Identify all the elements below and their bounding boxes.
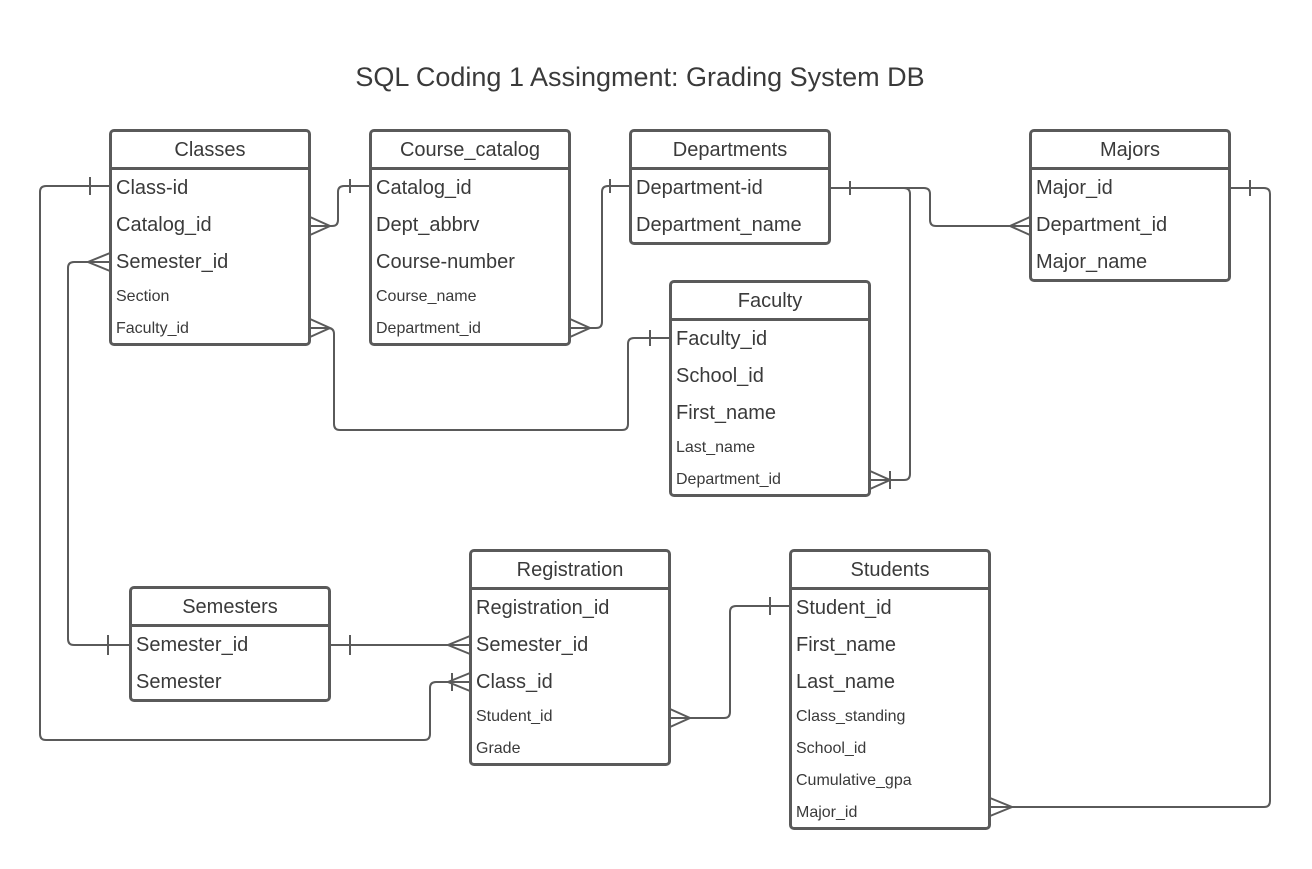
rel-students-registration bbox=[669, 597, 790, 728]
entity-departments: Departments Department-id Department_nam… bbox=[629, 129, 831, 245]
field-row: Major_id bbox=[796, 804, 858, 821]
field-row: First_name bbox=[676, 402, 777, 424]
entity-header: Students bbox=[792, 552, 988, 590]
diagram-title: SQL Coding 1 Assingment: Grading System … bbox=[355, 62, 925, 92]
field-row: Department_id bbox=[376, 320, 481, 337]
entity-semesters: Semesters Semester_id Semester bbox=[129, 586, 331, 702]
field-row: Last_name bbox=[796, 671, 895, 693]
rel-departments-catalog bbox=[569, 179, 630, 338]
rel-faculty-classes bbox=[309, 318, 670, 431]
field-row: Major_name bbox=[1036, 251, 1148, 273]
entity-registration: Registration Registration_id Semester_id… bbox=[469, 549, 671, 766]
field-row: School_id bbox=[676, 365, 764, 387]
field-row: Dept_abbrv bbox=[376, 214, 480, 236]
field-row: Catalog_id bbox=[116, 214, 212, 236]
field-row: Department_id bbox=[1036, 214, 1168, 236]
field-row: Faculty_id bbox=[676, 328, 768, 350]
field-row: Course-number bbox=[376, 251, 515, 273]
entity-students: Students Student_id First_name Last_name… bbox=[789, 549, 991, 830]
field-row: Student_id bbox=[476, 708, 553, 725]
entity-header: Classes bbox=[112, 132, 308, 170]
field-row: Cumulative_gpa bbox=[796, 772, 912, 789]
entity-header: Registration bbox=[472, 552, 668, 590]
field-row: Department_id bbox=[676, 471, 781, 488]
field-row: Major_id bbox=[1036, 177, 1113, 199]
field-row: Semester_id bbox=[136, 634, 249, 656]
entity-classes: Classes Class-id Catalog_id Semester_id … bbox=[109, 129, 311, 346]
entity-faculty: Faculty Faculty_id School_id First_name … bbox=[669, 280, 871, 497]
entity-header: Course_catalog bbox=[372, 132, 568, 170]
field-row: Section bbox=[116, 288, 170, 305]
field-row: Semester_id bbox=[476, 634, 589, 656]
entity-header: Departments bbox=[632, 132, 828, 170]
entity-majors: Majors Major_id Department_id Major_name bbox=[1029, 129, 1231, 282]
field-row: Catalog_id bbox=[376, 177, 472, 199]
field-row: Last_name bbox=[676, 439, 756, 456]
field-row: Class_id bbox=[476, 671, 553, 693]
rel-departments-majors bbox=[830, 181, 1031, 236]
rel-semesters-classes bbox=[67, 252, 130, 655]
field-row: School_id bbox=[796, 740, 867, 757]
field-row: Student_id bbox=[796, 597, 892, 619]
rel-classes-registration bbox=[39, 177, 471, 741]
field-row: Registration_id bbox=[476, 597, 610, 619]
field-row: Faculty_id bbox=[116, 320, 189, 337]
field-row: Semester_id bbox=[116, 251, 229, 273]
entity-header: Faculty bbox=[672, 283, 868, 321]
rel-majors-students bbox=[989, 180, 1271, 817]
rel-semesters-registration bbox=[330, 635, 471, 655]
field-row: Course_name bbox=[376, 288, 477, 305]
field-row: Class-id bbox=[116, 177, 189, 199]
entity-course-catalog: Course_catalog Catalog_id Dept_abbrv Cou… bbox=[369, 129, 571, 346]
rel-departments-faculty bbox=[830, 187, 911, 490]
field-row: Class_standing bbox=[796, 708, 906, 725]
entity-header: Semesters bbox=[132, 589, 328, 627]
field-row: Semester bbox=[136, 671, 222, 693]
rel-catalog-classes bbox=[309, 179, 370, 236]
field-row: Department-id bbox=[636, 177, 763, 199]
entity-header: Majors bbox=[1032, 132, 1228, 170]
field-row: Department_name bbox=[636, 214, 802, 236]
field-row: First_name bbox=[796, 634, 897, 656]
field-row: Grade bbox=[476, 740, 521, 757]
